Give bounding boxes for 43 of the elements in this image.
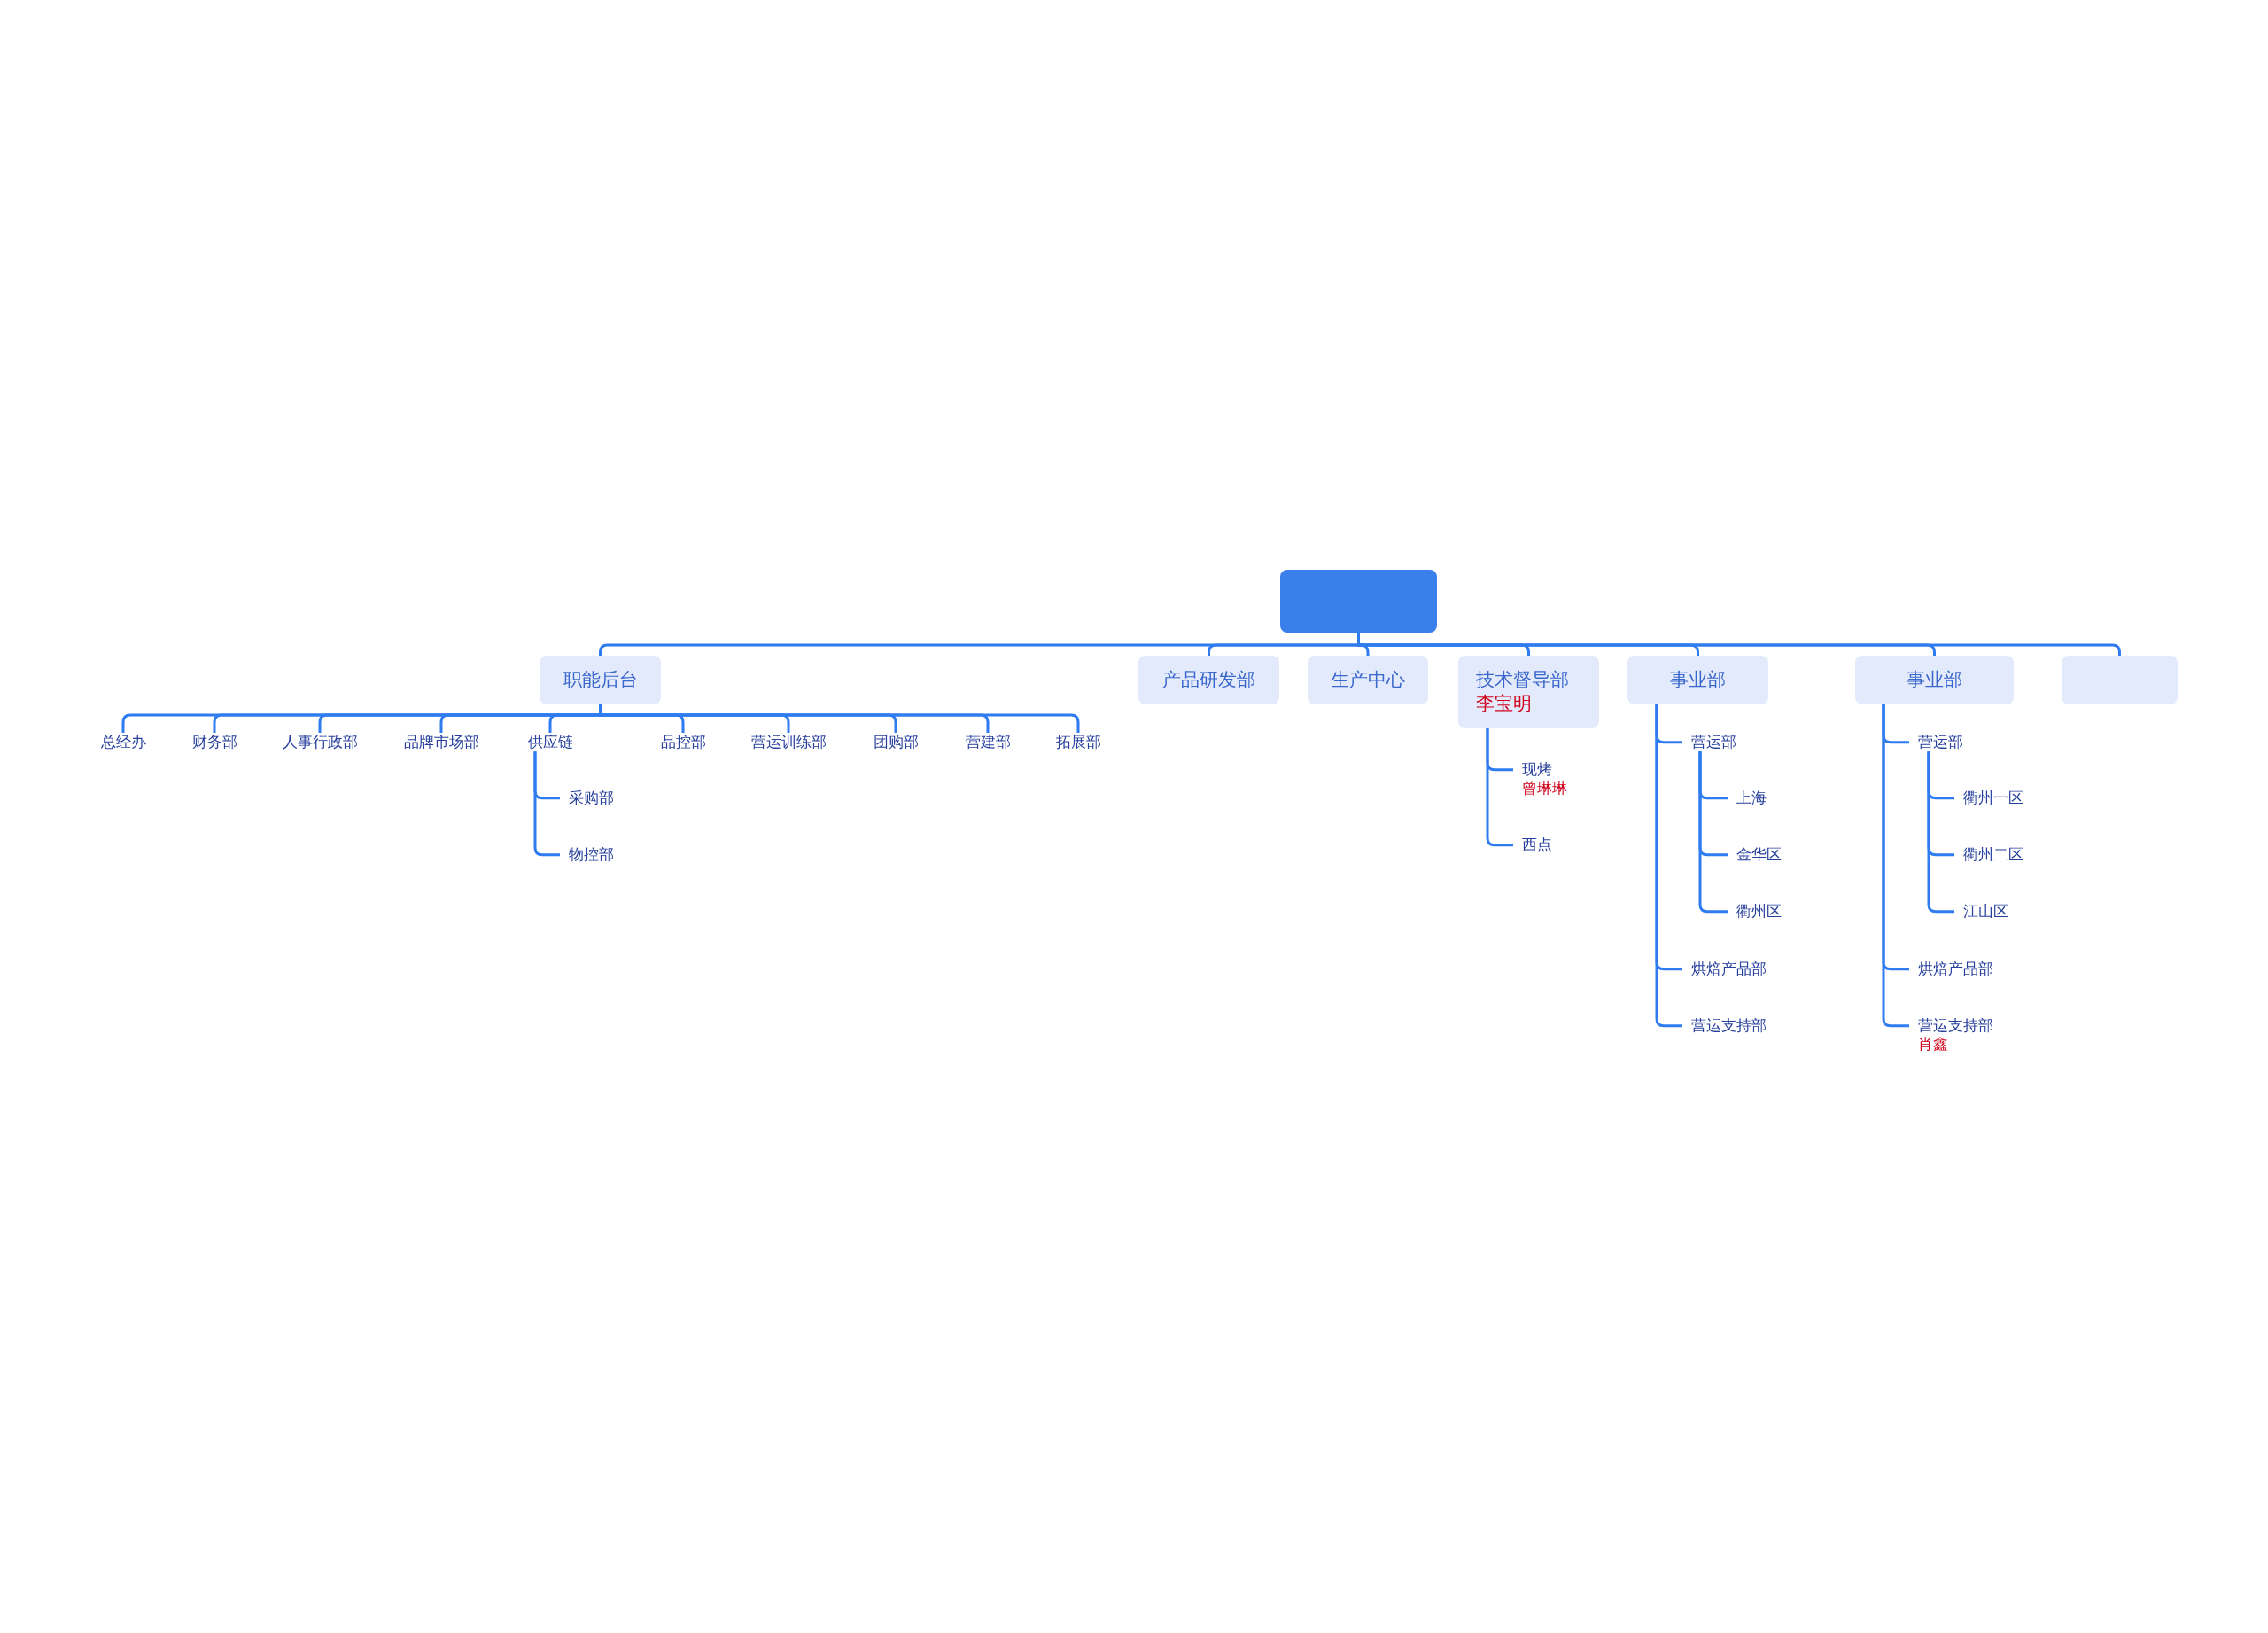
- node-label: 物控部: [569, 845, 614, 865]
- node-label: 现烤: [1522, 760, 1552, 780]
- node-label: 拓展部: [1055, 733, 1101, 752]
- node-label: 上海: [1736, 789, 1767, 808]
- node-label: 衢州二区: [1963, 845, 2023, 865]
- node-label: 金华区: [1736, 845, 1782, 865]
- person-name: 肖鑫: [1918, 1035, 1948, 1054]
- node-label: 西点: [1522, 836, 1552, 855]
- node-label: 事业部: [1670, 667, 1726, 692]
- node-label: 衢州区: [1736, 902, 1782, 921]
- department-box: [1308, 656, 1428, 704]
- department-box: [1138, 656, 1279, 704]
- node-label: 营运训练部: [750, 733, 827, 752]
- node-label: 技术督导部: [1476, 667, 1569, 692]
- node-label: 生产中心: [1331, 667, 1405, 692]
- node-label: 事业部: [1907, 667, 1962, 692]
- node-label: 产品研发部: [1162, 667, 1255, 692]
- node-label: 营运支持部: [1691, 1016, 1767, 1036]
- node-label: 营运部: [1691, 733, 1736, 752]
- node-label: 财务部: [191, 733, 237, 752]
- node-label: 营运支持部: [1918, 1016, 1993, 1036]
- node-label: 烘焙产品部: [1918, 960, 1993, 979]
- node-label: 总经办: [100, 733, 146, 752]
- node-label: 人事行政部: [282, 733, 358, 752]
- node-label: 烘焙产品部: [1691, 960, 1767, 979]
- node-label: 供应链: [527, 733, 573, 752]
- department-box: [2062, 656, 2178, 704]
- node-label: 营运部: [1918, 733, 1963, 752]
- department-box: [1627, 656, 1768, 704]
- node-label: 品牌市场部: [403, 733, 479, 752]
- person-name: 曾琳琳: [1522, 779, 1567, 798]
- department-box: [1855, 656, 2014, 704]
- node-label: 品控部: [660, 733, 706, 752]
- person-name: 李宝明: [1476, 692, 1532, 716]
- node-label: 营建部: [965, 733, 1011, 752]
- department-box: [1458, 656, 1599, 728]
- node-label: 衢州一区: [1963, 789, 2023, 808]
- root-box: [1280, 570, 1437, 633]
- node-label: 江山区: [1963, 902, 2008, 921]
- node-label: 采购部: [569, 789, 614, 808]
- node-label: 团购部: [873, 733, 919, 752]
- node-label: 职能后台: [563, 667, 638, 692]
- department-box: [540, 656, 661, 704]
